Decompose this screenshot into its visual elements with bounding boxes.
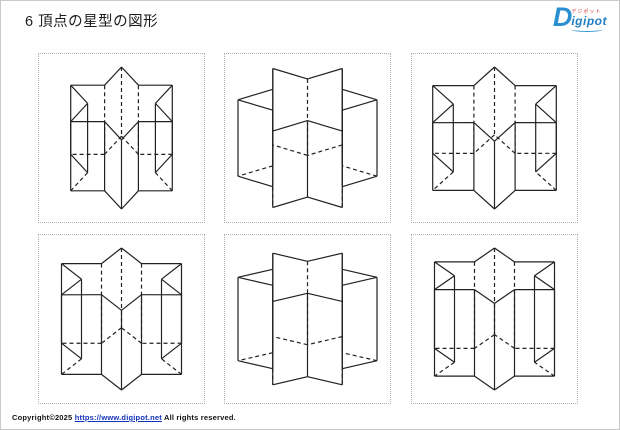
star-prism-drawing-4: [60, 247, 183, 391]
star-prism-drawing-1: [70, 66, 173, 210]
star-prism-drawing-3: [432, 66, 557, 210]
star-figure-panel-4: [38, 234, 205, 404]
copyright-prefix: Copyright©2025: [12, 413, 75, 422]
star-figure-panel-2: [224, 53, 391, 223]
logo-swoosh-icon: [571, 27, 604, 32]
star-figure-panel-1: [38, 53, 205, 223]
star-prism-drawing-6: [433, 247, 556, 391]
digipot-link[interactable]: https://www.digipot.net: [74, 413, 162, 422]
star-prism-drawing-2: [237, 67, 378, 209]
logo-kana-text: デジポット: [571, 9, 602, 15]
logo-letter-d: D: [552, 2, 573, 32]
star-figure-panel-6: [411, 234, 578, 404]
star-figure-panel-3: [411, 53, 578, 223]
page-title: 6 頂点の星型の図形: [25, 14, 159, 30]
logo-wordmark: igipot: [571, 14, 607, 28]
star-prism-drawing-5: [237, 252, 378, 386]
logo-text-column: デジポット igipot: [571, 10, 607, 32]
star-figure-panel-5: [224, 234, 391, 404]
copyright-suffix: All rights reserved.: [161, 413, 236, 422]
digipot-logo: D デジポット igipot: [552, 2, 607, 32]
copyright-footer: Copyright©2025 https://www.digipot.net A…: [12, 413, 236, 422]
